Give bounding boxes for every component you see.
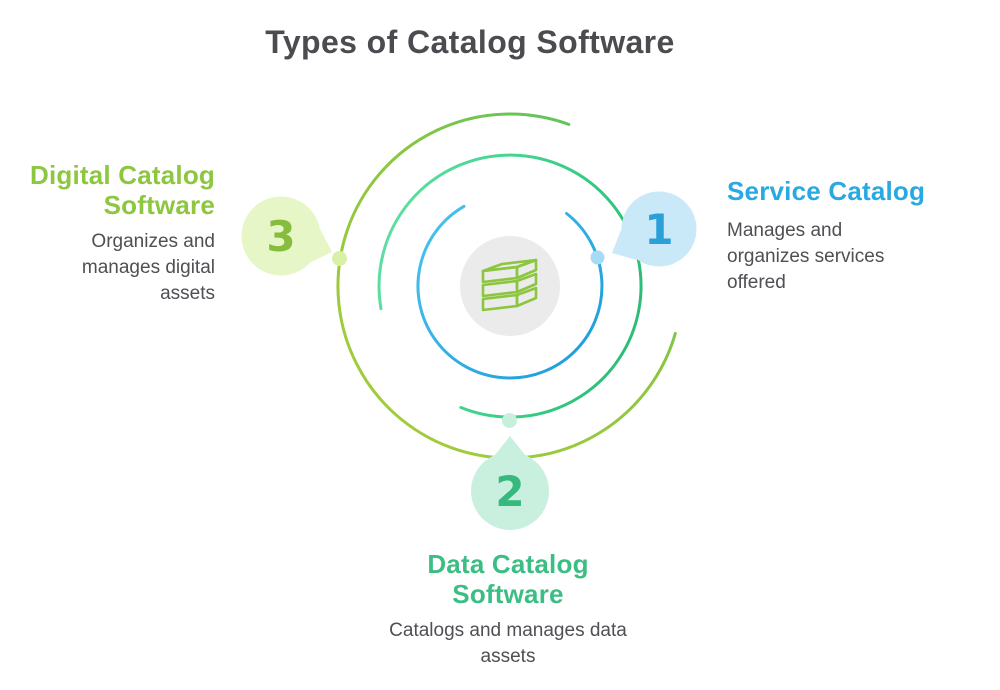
digital-ring-dot xyxy=(332,251,347,266)
page-title: Types of Catalog Software xyxy=(265,24,675,60)
data-bubble-circle xyxy=(471,452,549,530)
service-desc-line1: Manages and xyxy=(727,220,843,241)
service-catalog-title: Service Catalog xyxy=(727,176,967,206)
data-bubble: 2 xyxy=(471,436,549,530)
service-ring-dot xyxy=(590,250,605,265)
digital-catalog-label-block: Digital Catalog Software Organizes and m… xyxy=(10,160,215,307)
service-catalog-label-block: Service Catalog Manages and organizes se… xyxy=(727,176,967,296)
digital-bubble: 3 xyxy=(241,196,332,276)
data-ring-dot xyxy=(502,413,517,428)
data-desc-line1: Catalogs and manages data xyxy=(389,620,627,641)
digital-desc-line1: Organizes and xyxy=(91,231,215,252)
inner-ring-arc xyxy=(416,204,604,380)
middle-ring-arc xyxy=(377,153,643,419)
service-number: 1 xyxy=(644,205,673,254)
data-catalog-title-line1: Data Catalog xyxy=(427,549,589,579)
catalog-stack-icon xyxy=(481,258,538,312)
data-bubble-tail xyxy=(492,436,528,458)
digital-desc-line2: manages digital xyxy=(81,257,215,278)
service-desc-line2: organizes services xyxy=(727,246,885,267)
digital-desc-line3: assets xyxy=(160,283,215,304)
data-catalog-title: Data Catalog Software xyxy=(308,549,708,609)
service-bubble: 1 xyxy=(612,191,697,267)
digital-catalog-title-line2: Software xyxy=(103,190,215,220)
center-circle xyxy=(460,236,560,336)
data-catalog-title-line2: Software xyxy=(452,579,564,609)
outer-ring-arc xyxy=(336,112,677,460)
digital-catalog-title: Digital Catalog Software xyxy=(10,160,215,220)
service-catalog-description: Manages and organizes services offered xyxy=(727,218,967,296)
service-bubble-circle xyxy=(621,191,697,267)
digital-bubble-circle xyxy=(241,196,321,276)
digital-number: 3 xyxy=(266,212,295,261)
digital-catalog-title-line1: Digital Catalog xyxy=(29,160,215,190)
service-catalog-title-line1: Service Catalog xyxy=(727,176,926,206)
data-number: 2 xyxy=(495,467,524,516)
service-desc-line3: offered xyxy=(727,272,786,293)
data-catalog-description: Catalogs and manages data assets xyxy=(308,618,708,670)
data-desc-line2: assets xyxy=(480,646,536,667)
digital-catalog-description: Organizes and manages digital assets xyxy=(10,229,215,307)
data-catalog-label-block: Data Catalog Software Catalogs and manag… xyxy=(308,549,708,670)
